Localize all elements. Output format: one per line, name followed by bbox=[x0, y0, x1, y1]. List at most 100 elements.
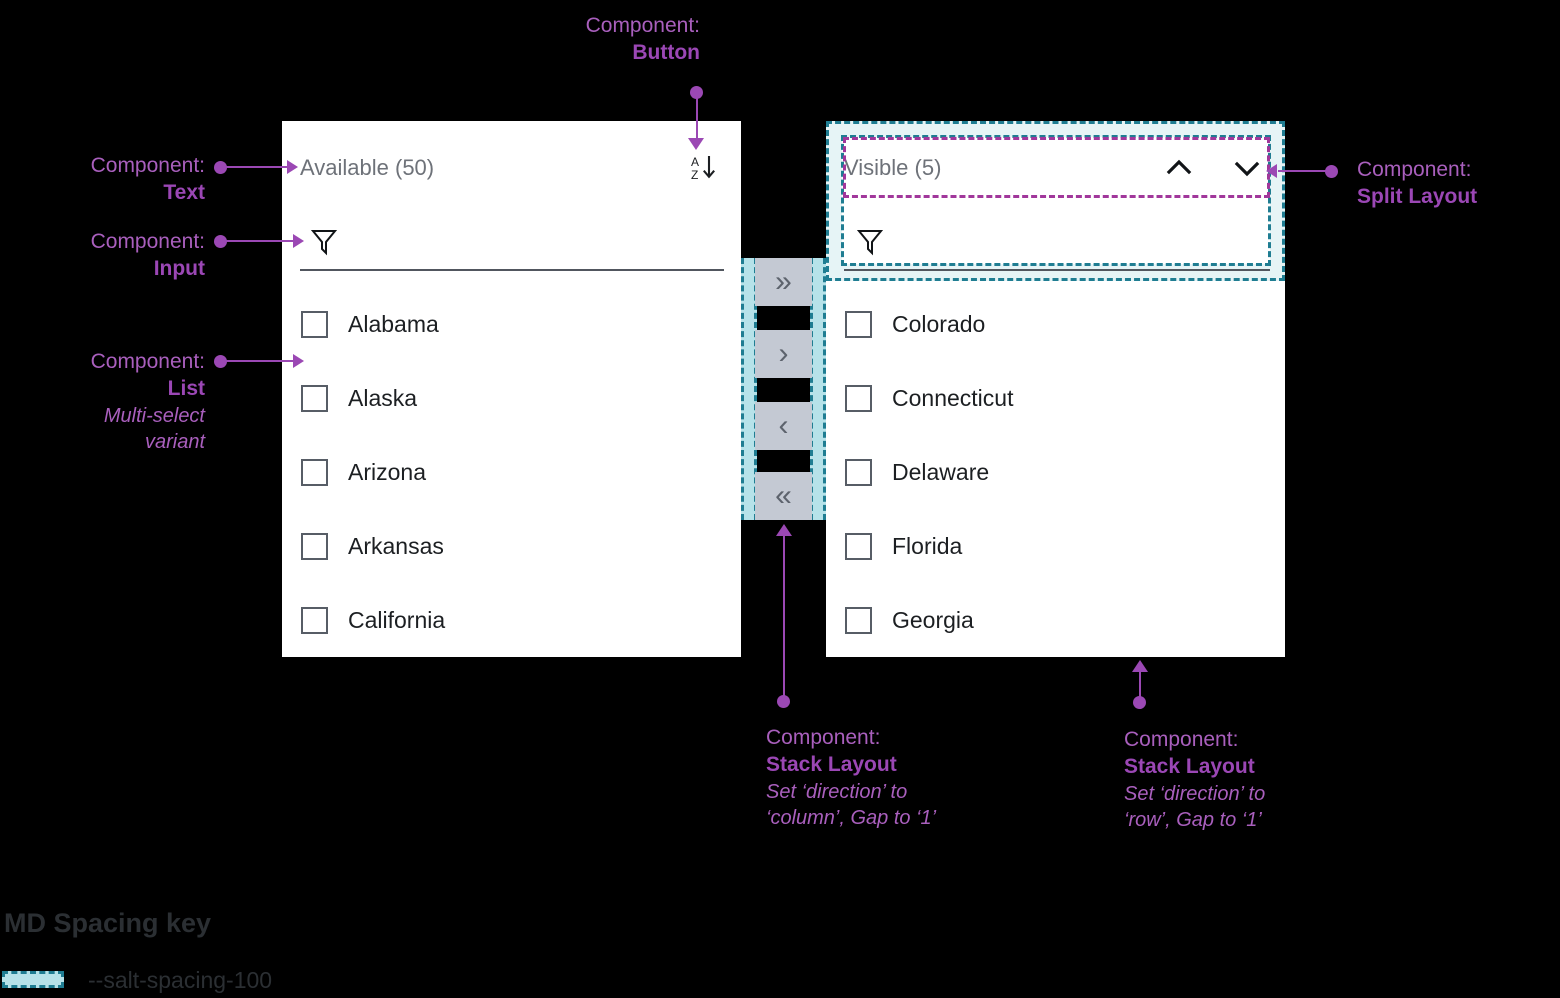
checkbox-icon[interactable] bbox=[301, 458, 328, 486]
visible-filter-input[interactable] bbox=[856, 222, 1256, 262]
annotation-lead: Component: bbox=[1124, 728, 1239, 751]
available-panel-header: Available (50) A Z bbox=[300, 148, 720, 188]
list-item-label: Arizona bbox=[348, 458, 426, 485]
annotation-subtitle-line1: Set ‘direction’ to bbox=[766, 780, 908, 803]
checkbox-icon[interactable] bbox=[845, 532, 872, 560]
annotation-subtitle-line1: Set ‘direction’ to bbox=[1124, 782, 1266, 805]
checkbox-icon[interactable] bbox=[845, 384, 872, 412]
svg-text:A: A bbox=[691, 155, 699, 169]
spacing-strip-right bbox=[810, 258, 826, 520]
list-item-label: Arkansas bbox=[348, 532, 444, 559]
list-item-label: Delaware bbox=[892, 458, 990, 485]
annotation-list: Component: List Multi-select variant bbox=[0, 348, 205, 455]
annotation-lead: Component: bbox=[90, 230, 205, 253]
connector-line bbox=[696, 92, 698, 140]
double-chevron-right-icon: » bbox=[775, 265, 792, 298]
available-filter-underline bbox=[300, 269, 724, 271]
list-item-label: Florida bbox=[892, 532, 963, 559]
annotation-stack-layout-column: Component: Stack Layout Set ‘direction’ … bbox=[766, 724, 1066, 831]
connector-line bbox=[783, 536, 785, 701]
annotation-split-layout: Component: Split Layout bbox=[1357, 156, 1560, 211]
annotation-name: Text bbox=[163, 181, 205, 205]
available-filter-input[interactable] bbox=[310, 222, 724, 262]
move-right-button[interactable]: › bbox=[755, 330, 812, 378]
sort-az-descending-icon[interactable]: A Z bbox=[686, 151, 720, 185]
checkbox-icon[interactable] bbox=[301, 384, 328, 412]
annotation-subtitle-line2: ‘column’, Gap to ‘1’ bbox=[766, 806, 937, 829]
annotation-lead: Component: bbox=[766, 726, 881, 749]
connector-arrow bbox=[287, 160, 298, 174]
available-panel bbox=[282, 121, 741, 657]
connector-arrow bbox=[1266, 164, 1277, 178]
list-item-label: Alaska bbox=[348, 384, 418, 411]
list-item[interactable]: Connecticut bbox=[845, 361, 1265, 435]
chevron-down-icon[interactable] bbox=[1230, 151, 1264, 185]
connector-line bbox=[1139, 672, 1141, 701]
connector-dot bbox=[1133, 696, 1146, 709]
annotation-subtitle-line1: Multi-select bbox=[103, 404, 205, 427]
checkbox-icon[interactable] bbox=[301, 310, 328, 338]
list-item-label: Georgia bbox=[892, 606, 974, 633]
visible-panel-title: Visible (5) bbox=[844, 155, 942, 180]
annotation-name: Stack Layout bbox=[1124, 755, 1255, 779]
list-item[interactable]: Colorado bbox=[845, 287, 1265, 361]
annotation-button: Component: Button bbox=[440, 12, 700, 67]
list-item[interactable]: Alaska bbox=[301, 361, 721, 435]
chevron-left-icon: ‹ bbox=[778, 409, 789, 442]
annotation-subtitle-line2: ‘row’, Gap to ‘1’ bbox=[1124, 808, 1262, 831]
connector-arrow bbox=[1132, 660, 1148, 672]
filter-funnel-icon bbox=[310, 227, 338, 257]
move-all-right-button[interactable]: » bbox=[755, 258, 812, 306]
svg-text:Z: Z bbox=[691, 168, 698, 182]
spacing-strip-left bbox=[741, 258, 757, 520]
checkbox-icon[interactable] bbox=[301, 606, 328, 634]
checkbox-icon[interactable] bbox=[845, 606, 872, 634]
annotation-name: Stack Layout bbox=[766, 753, 897, 777]
list-item[interactable]: Arizona bbox=[301, 435, 721, 509]
checkbox-icon[interactable] bbox=[845, 310, 872, 338]
list-item[interactable]: Arkansas bbox=[301, 509, 721, 583]
filter-funnel-icon bbox=[856, 227, 884, 257]
list-item[interactable]: Georgia bbox=[845, 583, 1265, 657]
annotation-lead: Component: bbox=[1357, 158, 1472, 181]
visible-panel-actions bbox=[1162, 151, 1264, 185]
connector-arrow bbox=[776, 524, 792, 536]
annotation-lead: Component: bbox=[90, 154, 205, 177]
visible-filter-underline bbox=[844, 269, 1270, 271]
connector-line bbox=[220, 240, 294, 242]
spacing-key-token: --salt-spacing-100 bbox=[88, 967, 273, 993]
chevron-up-icon[interactable] bbox=[1162, 151, 1196, 185]
annotation-subtitle-line2: variant bbox=[144, 430, 205, 453]
available-panel-actions: A Z bbox=[686, 151, 720, 185]
spacing-key-title: MD Spacing key bbox=[4, 908, 212, 938]
list-item-label: Alabama bbox=[348, 310, 439, 337]
list-item-label: Connecticut bbox=[892, 384, 1014, 411]
available-list[interactable]: Alabama Alaska Arizona Arkansas Californ… bbox=[301, 287, 721, 657]
visible-panel-surface bbox=[842, 137, 1270, 264]
list-item[interactable]: Florida bbox=[845, 509, 1265, 583]
list-item-label: Colorado bbox=[892, 310, 986, 337]
spacing-box-inner bbox=[841, 135, 1271, 266]
spacing-key-swatch bbox=[2, 971, 64, 988]
visible-list[interactable]: Colorado Connecticut Delaware Florida Ge… bbox=[845, 287, 1265, 657]
connector-line bbox=[220, 360, 294, 362]
move-left-button[interactable]: ‹ bbox=[755, 402, 812, 450]
available-panel-title: Available (50) bbox=[300, 155, 435, 180]
list-item[interactable]: Delaware bbox=[845, 435, 1265, 509]
checkbox-icon[interactable] bbox=[845, 458, 872, 486]
connector-dot bbox=[1325, 165, 1338, 178]
connector-dot bbox=[777, 695, 790, 708]
checkbox-icon[interactable] bbox=[301, 532, 328, 560]
list-item[interactable]: Alabama bbox=[301, 287, 721, 361]
list-item[interactable]: California bbox=[301, 583, 721, 657]
annotation-lead: Component: bbox=[585, 14, 700, 37]
list-item-label: California bbox=[348, 606, 446, 633]
annotation-name: Input bbox=[153, 257, 205, 281]
connector-line bbox=[220, 166, 288, 168]
connector-line bbox=[1278, 170, 1326, 172]
spacing-box-outer bbox=[826, 121, 1285, 281]
move-all-left-button[interactable]: « bbox=[755, 472, 812, 520]
double-chevron-left-icon: « bbox=[775, 479, 792, 512]
annotation-name: Button bbox=[632, 41, 700, 65]
